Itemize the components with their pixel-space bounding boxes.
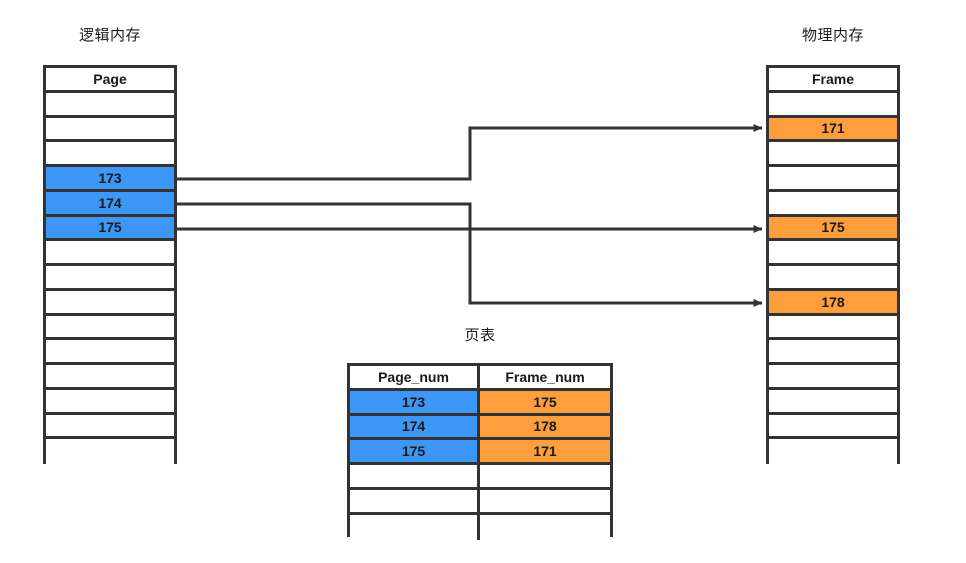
logical-memory-header: Page	[46, 68, 174, 93]
page-table-header-frame-num: Frame_num	[480, 366, 610, 388]
frame-row-empty	[769, 414, 897, 440]
page-row-empty	[46, 290, 174, 316]
page-row-empty	[46, 117, 174, 143]
page-table-header-row: Page_num Frame_num	[350, 366, 610, 391]
page-row-empty	[46, 340, 174, 365]
page-row-174: 174	[46, 191, 174, 217]
page-row-empty	[46, 439, 174, 464]
frame-row-empty	[769, 142, 897, 167]
page-table-row	[350, 489, 610, 515]
frame-row-empty	[769, 241, 897, 266]
logical-memory-caption: 逻辑内存	[78, 27, 141, 44]
page-table-cell-page-num	[350, 489, 480, 512]
page-table-cell-frame-num	[480, 489, 610, 512]
connector-page-174-to-frame-178	[177, 202, 763, 307]
frame-row-empty	[769, 340, 897, 365]
frame-row-empty	[769, 92, 897, 118]
frame-row-175: 175	[769, 216, 897, 242]
page-row-empty	[46, 241, 174, 266]
page-table-cell-frame-num: 178	[480, 415, 610, 438]
page-table-row	[350, 514, 610, 540]
frame-row-empty	[769, 439, 897, 464]
physical-memory-caption: 物理内存	[801, 27, 864, 44]
page-row-empty	[46, 365, 174, 390]
page-row-empty	[46, 389, 174, 415]
page-row-empty	[46, 92, 174, 118]
page-table-cell-page-num	[350, 465, 480, 487]
frame-row-178: 178	[769, 290, 897, 316]
page-table-cell-page-num	[350, 514, 480, 540]
page-table-row	[350, 465, 610, 490]
page-table-header-page-num: Page_num	[350, 366, 480, 388]
page-table-cell-frame-num	[480, 514, 610, 540]
physical-memory-header: Frame	[769, 68, 897, 93]
frame-row-empty	[769, 365, 897, 390]
physical-memory-table: Frame 171 175 178	[766, 65, 900, 464]
page-table-cell-page-num: 173	[350, 390, 480, 413]
page-table-cell-page-num: 174	[350, 415, 480, 438]
frame-row-empty	[769, 167, 897, 192]
page-row-empty	[46, 266, 174, 291]
page-table-cell-frame-num: 175	[480, 390, 610, 413]
page-table-caption: 页表	[464, 327, 496, 344]
page-table-cell-page-num: 175	[350, 440, 480, 463]
page-row-empty	[46, 315, 174, 341]
physical-memory-rows: 171 175 178	[769, 92, 897, 464]
page-row-173: 173	[46, 167, 174, 192]
page-table-cell-frame-num: 171	[480, 440, 610, 463]
frame-row-empty	[769, 389, 897, 415]
connector-page-173-to-frame-175	[177, 124, 763, 181]
frame-row-empty	[769, 266, 897, 291]
page-table-cell-frame-num	[480, 465, 610, 487]
page-row-175: 175	[46, 216, 174, 242]
page-row-empty	[46, 142, 174, 167]
frame-row-empty	[769, 191, 897, 217]
page-row-empty	[46, 414, 174, 440]
frame-row-171: 171	[769, 117, 897, 143]
frame-row-empty	[769, 315, 897, 341]
